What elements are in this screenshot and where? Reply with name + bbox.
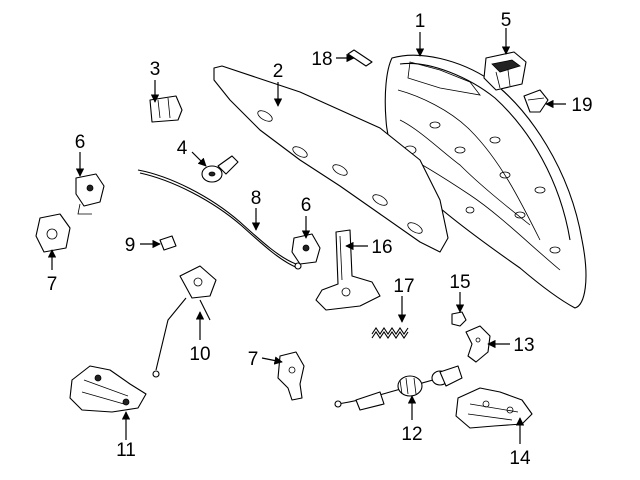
push-pin-part-4 (201, 155, 239, 183)
callout-10: 10 (189, 344, 210, 365)
callout-7-middle: 7 (248, 349, 259, 370)
callout-8: 8 (251, 188, 262, 209)
latch-part-7-middle (277, 351, 305, 401)
callout-16: 16 (371, 237, 392, 258)
clip-part-9 (159, 235, 177, 251)
bumper-part-5 (483, 51, 527, 91)
callout-11: 11 (116, 440, 136, 461)
callout-15: 15 (449, 272, 470, 293)
hinge-part-6-middle (291, 233, 321, 265)
callout-4: 4 (177, 138, 188, 159)
latch-part-7-left (35, 213, 71, 253)
callout-2: 2 (273, 61, 284, 82)
callout-14: 14 (509, 448, 531, 469)
callout-19: 19 (571, 95, 592, 116)
callout-9: 9 (125, 235, 136, 256)
spring-part-17 (371, 327, 409, 339)
callout-6-middle: 6 (301, 195, 312, 216)
stop-part-19 (523, 89, 549, 113)
hook-part-13 (465, 325, 491, 363)
callout-13: 13 (513, 335, 534, 356)
nut-part-15 (451, 311, 467, 327)
leader-lines (47, 28, 566, 444)
callout-18: 18 (311, 49, 332, 70)
hood-insulator (213, 65, 449, 253)
callout-17: 17 (393, 276, 414, 297)
support-rod-part-10 (152, 265, 217, 378)
lock-bracket-part-16 (315, 229, 381, 311)
callout-6-left: 6 (75, 132, 86, 153)
callout-1: 1 (415, 11, 426, 32)
hinge-assembly-part-11 (69, 365, 147, 413)
release-cable-part-8 (137, 169, 302, 270)
latch-assembly-part-12 (334, 365, 463, 411)
callout-3: 3 (150, 59, 161, 80)
hinge-part-6-left (75, 173, 105, 215)
callout-7-left: 7 (47, 274, 58, 295)
callout-5: 5 (501, 10, 512, 31)
latch-bracket-part-14 (455, 387, 533, 429)
callout-12: 12 (401, 424, 422, 445)
